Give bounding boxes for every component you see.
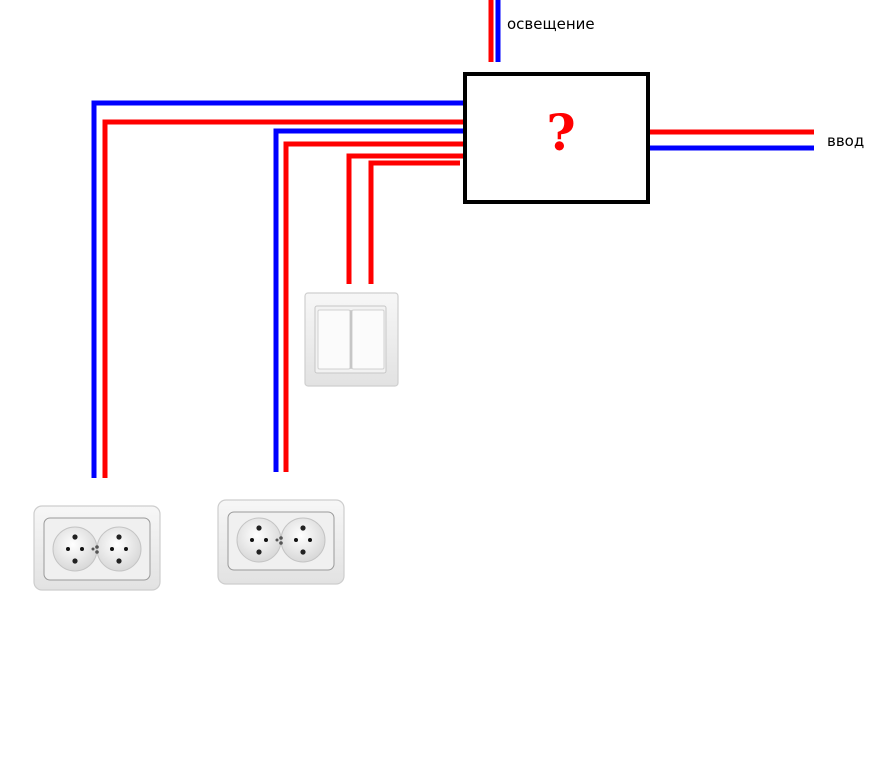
lighting-label: освещение	[507, 15, 595, 33]
socket-1-phase-wire	[102, 119, 465, 478]
socket-1-wires	[91, 100, 465, 478]
input-label: ввод	[827, 132, 864, 150]
switch-key-left	[317, 309, 351, 370]
unknown-mark: ?	[546, 103, 575, 162]
junction-box-frame	[463, 72, 650, 204]
switch-wire-2	[368, 160, 460, 284]
two-gang-switch	[304, 292, 399, 387]
socket-2-phase-wire	[283, 141, 465, 472]
switch-wires	[346, 153, 465, 284]
junction-box: ?	[463, 72, 650, 204]
input-wires	[650, 129, 814, 151]
socket-outlet-right	[280, 517, 326, 563]
switch-key-right	[351, 309, 385, 370]
socket-outlet-right	[96, 526, 142, 572]
socket-2-wires	[273, 128, 465, 472]
socket-1-neutral-wire	[91, 100, 465, 478]
switch-wire-1	[346, 153, 465, 284]
double-socket-2	[217, 499, 345, 585]
socket-outlet-left	[52, 526, 98, 572]
double-socket-1	[33, 505, 161, 591]
lighting-wires	[488, 0, 501, 62]
socket-outlet-left	[236, 517, 282, 563]
socket-2-neutral-wire	[273, 128, 465, 472]
